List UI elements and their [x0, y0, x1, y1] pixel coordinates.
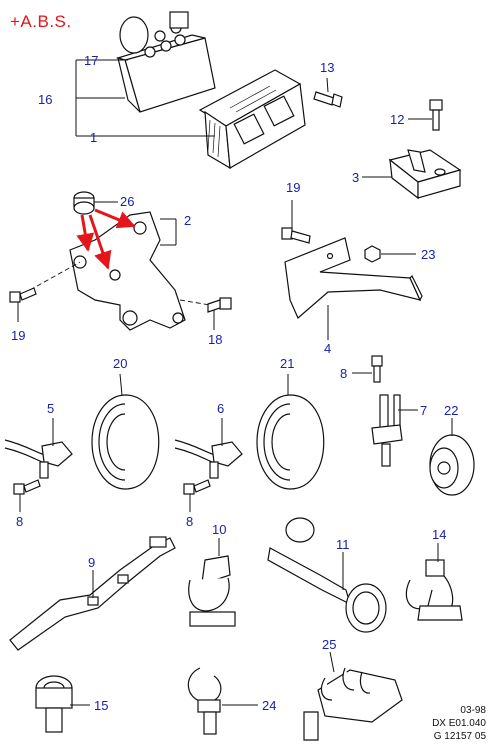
clip-10 [188, 555, 236, 627]
callout-4: 4 [324, 341, 332, 356]
bolt-12 [429, 99, 443, 131]
hydraulic-control-unit [115, 11, 216, 113]
callout-8-left: 8 [16, 514, 24, 529]
callout-1: 1 [90, 130, 98, 145]
bolt-8-right [371, 355, 383, 383]
sensor-ring-22 [429, 434, 475, 496]
reference-section: DX E01.040 [432, 718, 486, 729]
callout-14: 14 [432, 527, 447, 542]
harness-guide-11 [267, 517, 387, 633]
callout-19-right: 19 [286, 180, 301, 195]
callout-16: 16 [38, 92, 53, 107]
clip-15 [35, 675, 73, 733]
reference-date: 03-98 [460, 705, 486, 716]
clip-14 [405, 559, 463, 621]
bracket-3 [388, 149, 462, 200]
bracket-4 [284, 237, 423, 319]
abs-control-module [198, 69, 306, 170]
callout-19-left: 19 [11, 328, 26, 343]
bolt-18 [207, 297, 232, 313]
callout-8-right: 8 [340, 366, 348, 381]
clip-24 [187, 667, 222, 735]
callout-7: 7 [420, 403, 428, 418]
callout-25: 25 [322, 637, 337, 652]
callout-17: 17 [84, 53, 99, 68]
callout-22: 22 [444, 403, 459, 418]
bolt-8-middle [183, 479, 211, 495]
callout-20: 20 [113, 356, 128, 371]
callout-13: 13 [320, 60, 335, 75]
callout-2: 2 [184, 213, 192, 228]
callout-21: 21 [280, 356, 295, 371]
callout-15: 15 [94, 698, 109, 713]
callout-12: 12 [390, 112, 405, 127]
reference-figure-number: G 12157 05 [433, 731, 486, 742]
tone-ring-20 [91, 394, 160, 490]
bolt-8-left [13, 479, 41, 495]
sensor-7 [371, 394, 403, 467]
callout-26: 26 [120, 194, 135, 209]
nut-23 [364, 245, 381, 263]
callout-11: 11 [336, 537, 350, 552]
diagram-title: +A.B.S. [10, 12, 72, 31]
callout-6: 6 [217, 401, 225, 416]
bolt-19-right [281, 227, 311, 244]
callout-3: 3 [352, 170, 360, 185]
callout-10: 10 [212, 522, 227, 537]
bolt-19-left [9, 287, 37, 303]
wheel-sensor-5 [4, 439, 73, 479]
callout-23: 23 [421, 247, 436, 262]
callout-18: 18 [208, 332, 223, 347]
mounting-bracket [69, 211, 186, 331]
rubber-mount-26 [73, 191, 95, 215]
multi-clip-25 [303, 667, 403, 741]
callout-24: 24 [262, 698, 277, 713]
callout-9: 9 [88, 555, 96, 570]
tone-ring-21 [256, 394, 325, 490]
wheel-sensor-6 [174, 439, 243, 479]
bolt-13 [313, 91, 343, 108]
callout-8-middle: 8 [186, 514, 194, 529]
callout-5: 5 [47, 401, 55, 416]
